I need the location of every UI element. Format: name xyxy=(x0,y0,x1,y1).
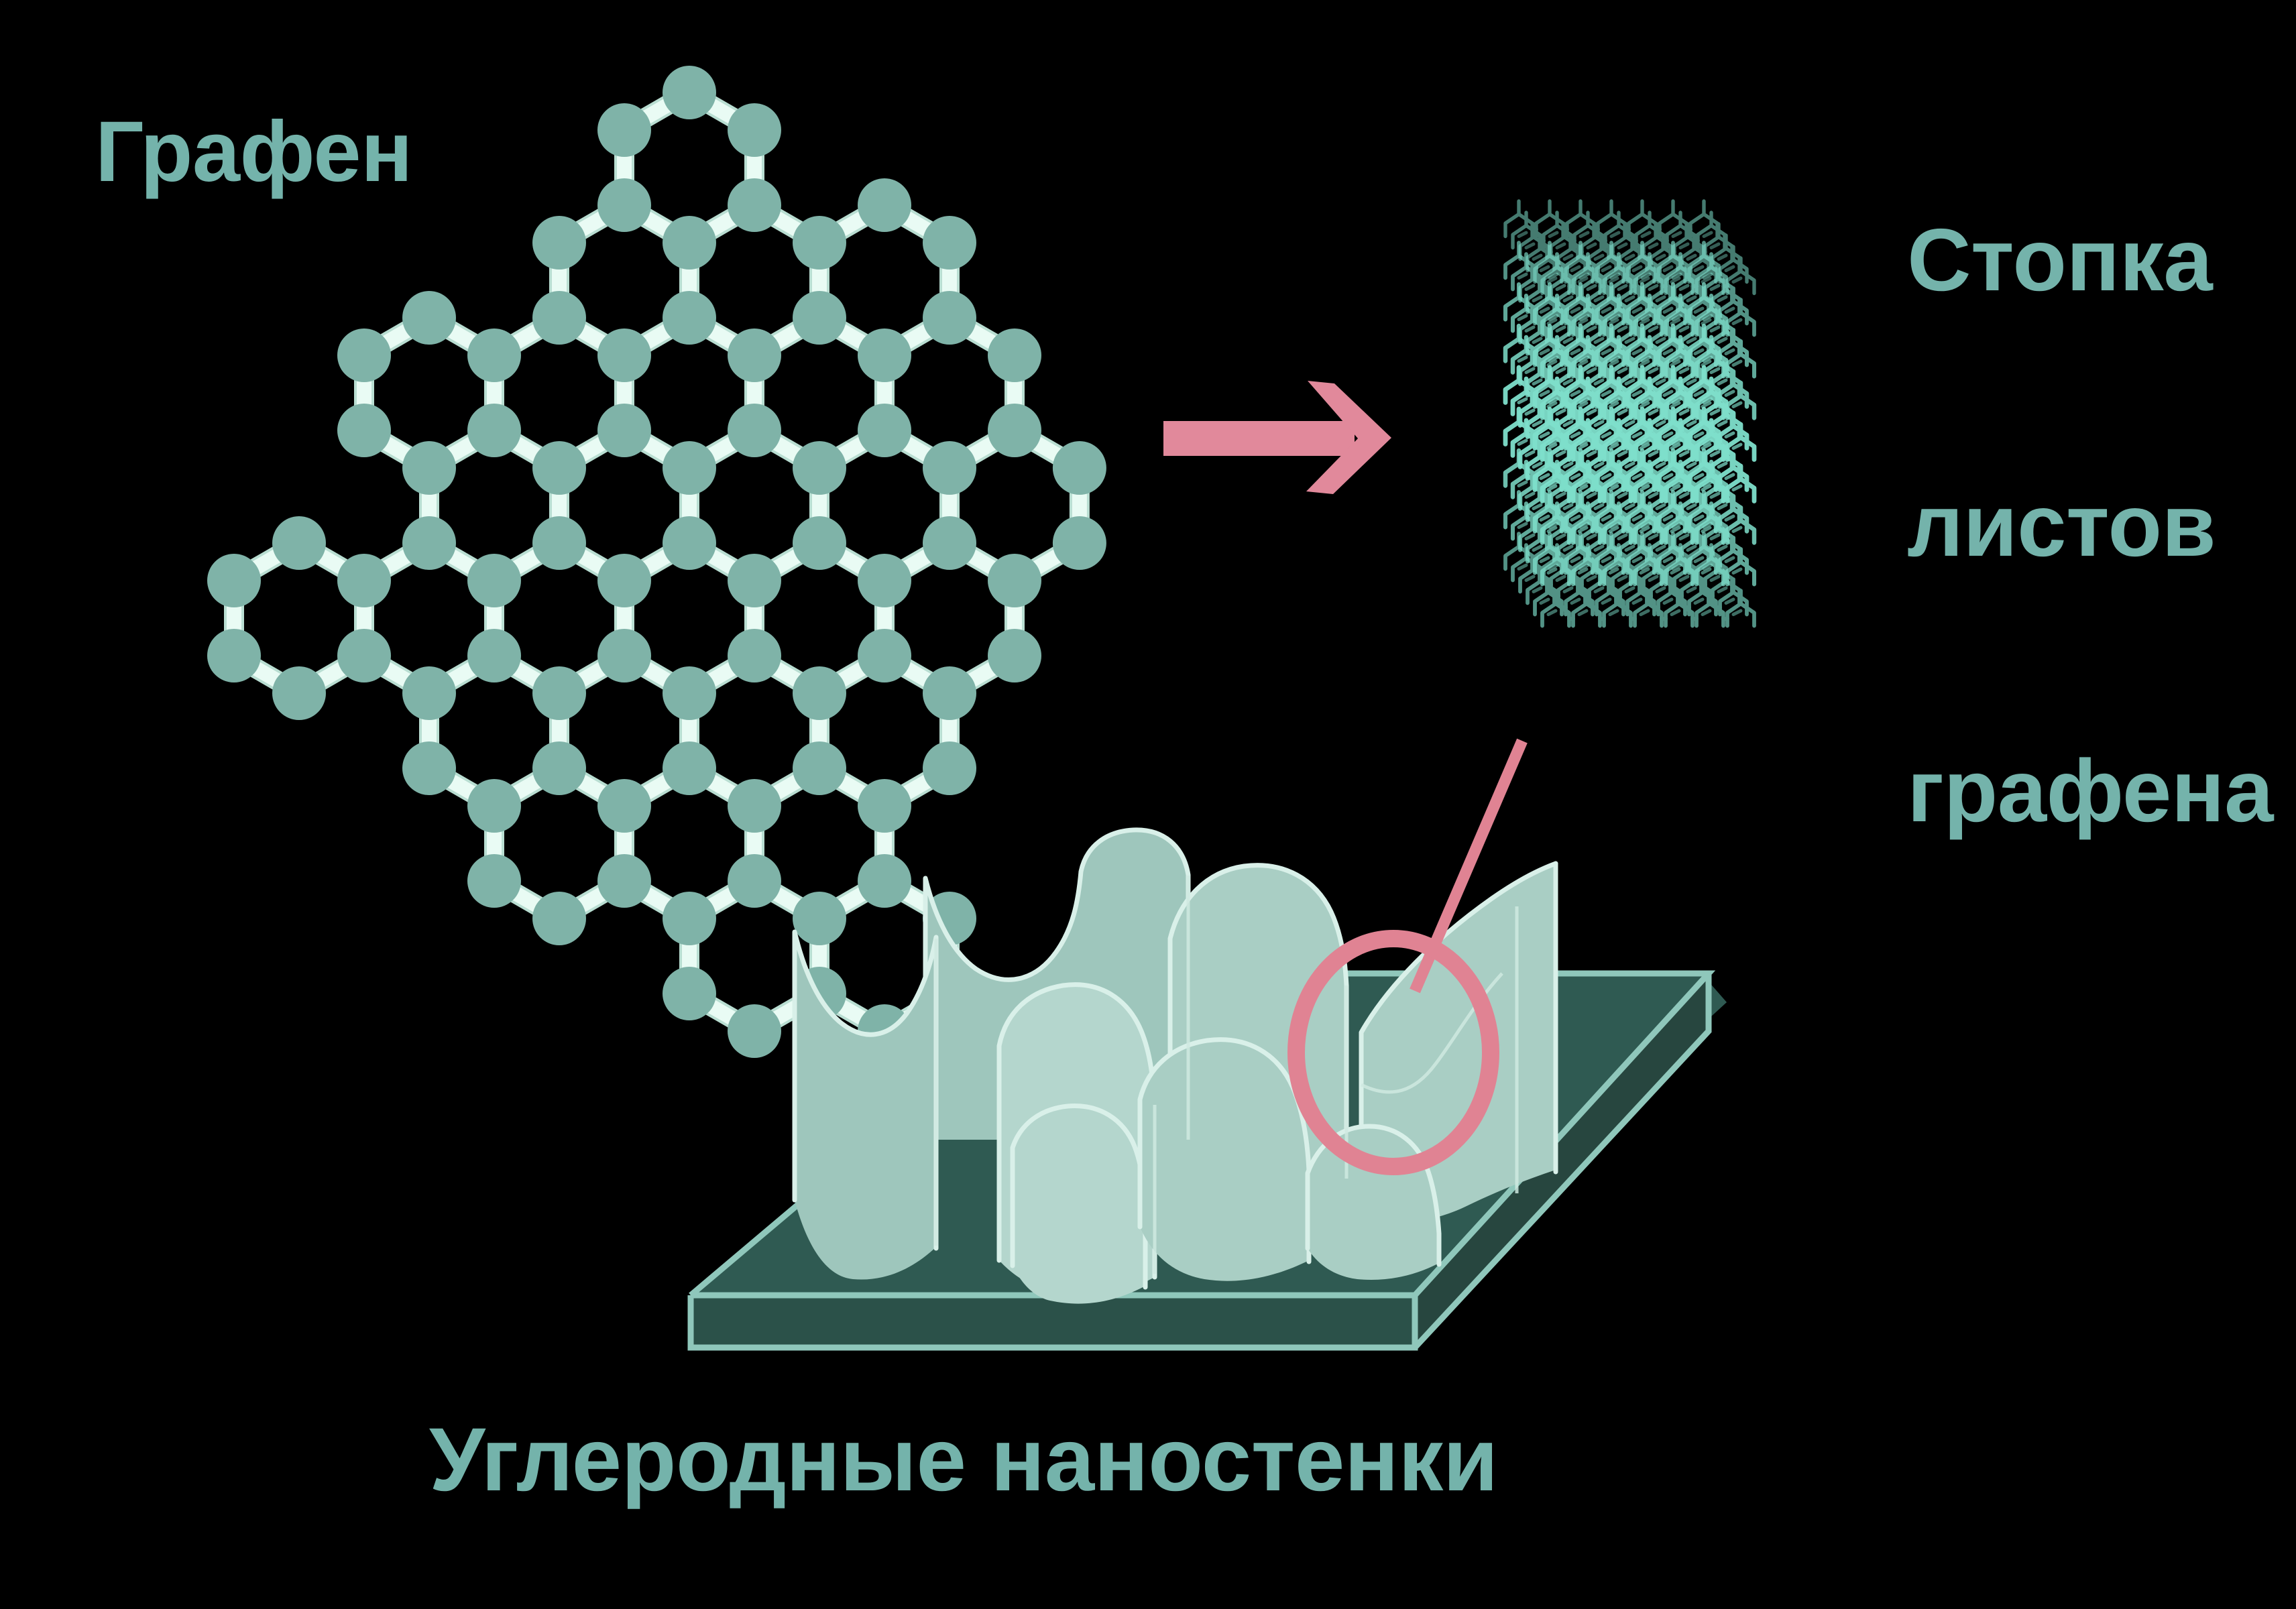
carbon-atom xyxy=(532,441,586,495)
carbon-atom xyxy=(532,516,586,570)
carbon-atom xyxy=(402,666,456,720)
carbon-atom xyxy=(858,854,911,908)
carbon-atom xyxy=(467,329,521,382)
carbon-atom xyxy=(988,554,1041,607)
label-graphene-stack: Стопка листов графена xyxy=(1907,39,2273,1012)
carbon-atom xyxy=(597,854,651,908)
graphene-layer xyxy=(1503,532,1756,628)
nanowall-sheet xyxy=(1359,861,1558,1222)
carbon-atom xyxy=(597,779,651,833)
carbon-atom xyxy=(728,178,781,232)
carbon-atom xyxy=(467,779,521,833)
carbon-atom xyxy=(597,178,651,232)
carbon-atom xyxy=(663,967,716,1020)
carbon-atom xyxy=(858,629,911,682)
carbon-atom xyxy=(402,441,456,495)
carbon-atom xyxy=(337,404,391,457)
carbon-atom xyxy=(793,741,846,795)
carbon-atom xyxy=(793,441,846,495)
carbon-atom xyxy=(923,666,976,720)
carbon-atom xyxy=(728,854,781,908)
carbon-atom xyxy=(207,629,261,682)
carbon-atom xyxy=(728,103,781,157)
carbon-atom xyxy=(858,178,911,232)
carbon-atom xyxy=(793,516,846,570)
lattice-atoms xyxy=(207,66,1106,1058)
callout-circle-icon xyxy=(1287,738,1528,1175)
carbon-atom xyxy=(1052,441,1106,495)
carbon-atom xyxy=(532,666,586,720)
carbon-atom xyxy=(597,329,651,382)
carbon-atom xyxy=(663,66,716,119)
carbon-atom xyxy=(402,741,456,795)
carbon-atom xyxy=(597,629,651,682)
nanowall-sheet xyxy=(792,929,939,1280)
carbon-atom xyxy=(663,291,716,345)
carbon-atom xyxy=(663,666,716,720)
carbon-atom xyxy=(923,441,976,495)
carbon-atom xyxy=(663,441,716,495)
carbon-atom xyxy=(663,741,716,795)
carbon-atom xyxy=(858,779,911,833)
carbon-atom xyxy=(272,666,326,720)
right-arrow-icon xyxy=(1163,381,1391,494)
carbon-atom xyxy=(858,329,911,382)
carbon-atom xyxy=(988,404,1041,457)
carbon-atom xyxy=(663,216,716,270)
label-carbon-nanowalls: Углеродные наностенки xyxy=(429,1410,1498,1510)
carbon-atom xyxy=(467,629,521,682)
carbon-atom xyxy=(728,404,781,457)
nanowall-sheet xyxy=(1305,1124,1442,1280)
carbon-atom xyxy=(923,516,976,570)
carbon-atom xyxy=(597,404,651,457)
carbon-atom xyxy=(728,779,781,833)
carbon-atom xyxy=(402,516,456,570)
carbon-atom xyxy=(467,404,521,457)
carbon-atom xyxy=(923,216,976,270)
label-stack-line-1: Стопка xyxy=(1907,211,2213,309)
carbon-atom xyxy=(663,892,716,945)
carbon-atom xyxy=(728,1004,781,1058)
carbon-atom xyxy=(207,554,261,607)
nanowall-sheet xyxy=(1137,1037,1312,1281)
carbon-atom xyxy=(793,666,846,720)
carbon-atom xyxy=(793,291,846,345)
stack-layers xyxy=(1503,199,1757,628)
carbon-atom xyxy=(923,291,976,345)
carbon-atom xyxy=(337,554,391,607)
carbon-atom xyxy=(728,554,781,607)
carbon-atom xyxy=(988,329,1041,382)
carbon-atom xyxy=(793,216,846,270)
carbon-atom xyxy=(858,554,911,607)
label-stack-line-3: графена xyxy=(1907,741,2273,840)
carbon-atom xyxy=(597,554,651,607)
carbon-atom xyxy=(337,629,391,682)
carbon-atom xyxy=(663,516,716,570)
carbon-atom xyxy=(858,404,911,457)
carbon-atom xyxy=(532,892,586,945)
carbon-atom xyxy=(272,516,326,570)
carbon-atom xyxy=(793,892,846,945)
label-stack-line-2: листов xyxy=(1907,476,2216,575)
carbon-atom xyxy=(988,629,1041,682)
carbon-atom xyxy=(337,329,391,382)
carbon-atom xyxy=(728,629,781,682)
carbon-atom xyxy=(923,741,976,795)
carbon-atom xyxy=(532,216,586,270)
carbon-atom xyxy=(402,291,456,345)
carbon-atom xyxy=(532,291,586,345)
label-graphene: Графен xyxy=(95,104,412,200)
carbon-atom xyxy=(532,741,586,795)
carbon-atom xyxy=(728,329,781,382)
carbon-atom xyxy=(1052,516,1106,570)
carbon-atom xyxy=(467,554,521,607)
nanowall-sheet xyxy=(1010,1104,1148,1304)
carbon-atom xyxy=(467,854,521,908)
carbon-atom xyxy=(597,103,651,157)
